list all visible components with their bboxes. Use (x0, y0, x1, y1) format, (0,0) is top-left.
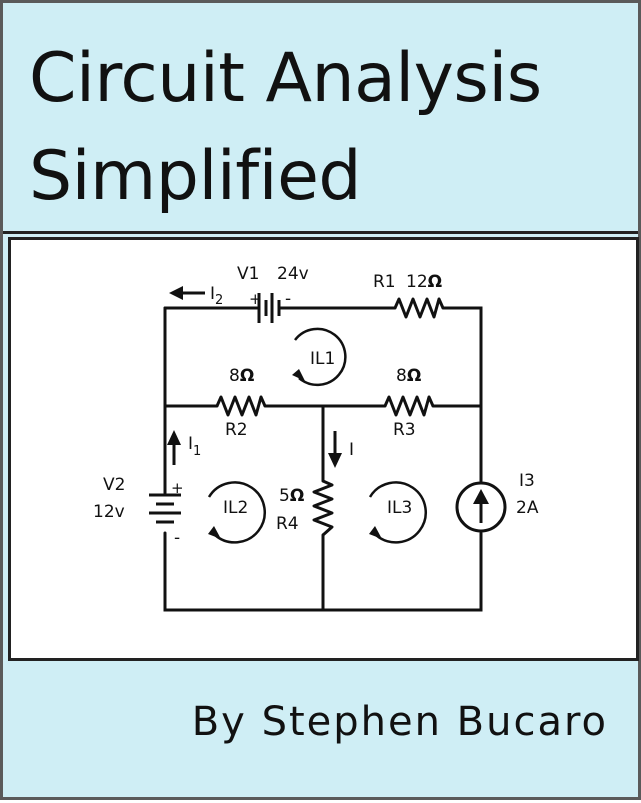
loop-arrow-icon (207, 481, 266, 544)
r2-value: 8Ω (229, 366, 254, 386)
resistor-icon (215, 395, 267, 417)
loop-arrow-icon (292, 327, 347, 387)
r4-name: R4 (276, 514, 299, 534)
loop-il1-label: IL1 (310, 349, 335, 369)
r2-name: R2 (225, 420, 248, 440)
author-band: By Stephen Bucaro (3, 663, 638, 797)
r4-value: 5Ω (279, 486, 304, 506)
resistor-icon (383, 395, 435, 417)
author-name: By Stephen Bucaro (191, 699, 608, 745)
i1-label: I1 (188, 434, 201, 459)
i3-name: I3 (519, 471, 535, 491)
resistor-icon (312, 479, 334, 537)
title-band: Circuit Analysis Simplified (3, 3, 638, 234)
v2-name: V2 (103, 475, 125, 495)
v1-plus: + (249, 290, 262, 308)
battery-icon (257, 293, 281, 323)
i-label: I (349, 440, 354, 460)
loop-il3-label: IL3 (387, 498, 412, 518)
current-arrow-icon (328, 431, 342, 468)
i2-label: I2 (210, 284, 223, 308)
current-arrow-icon (167, 430, 181, 465)
resistor-icon (393, 297, 445, 319)
current-source-icon (455, 481, 507, 533)
v2-minus: - (174, 528, 180, 548)
v2-value: 12v (93, 502, 125, 522)
battery-icon (149, 493, 181, 524)
i3-value: 2A (516, 498, 539, 518)
loop-il2-label: IL2 (223, 498, 248, 518)
wires (163, 306, 483, 612)
v1-name: V1 (237, 264, 259, 284)
circuit-diagram: + - V1 24v I2 R1 12Ω 8Ω R2 8Ω R3 5 (93, 264, 539, 612)
v1-minus: - (285, 289, 291, 309)
wire-top-right (441, 306, 483, 408)
r3-name: R3 (393, 420, 416, 440)
book-title-line-1: Circuit Analysis (29, 39, 542, 118)
circuit-diagram-panel: + - V1 24v I2 R1 12Ω 8Ω R2 8Ω R3 5 (8, 237, 639, 661)
current-arrow-icon (169, 286, 205, 300)
r1-value: 12Ω (406, 272, 442, 292)
v1-value: 24v (277, 264, 309, 284)
r1-name: R1 (373, 272, 396, 292)
book-title-line-2: Simplified (29, 137, 362, 216)
r3-value: 8Ω (396, 366, 421, 386)
loop-arrow-icon (368, 481, 427, 544)
v2-plus: + (171, 479, 184, 497)
